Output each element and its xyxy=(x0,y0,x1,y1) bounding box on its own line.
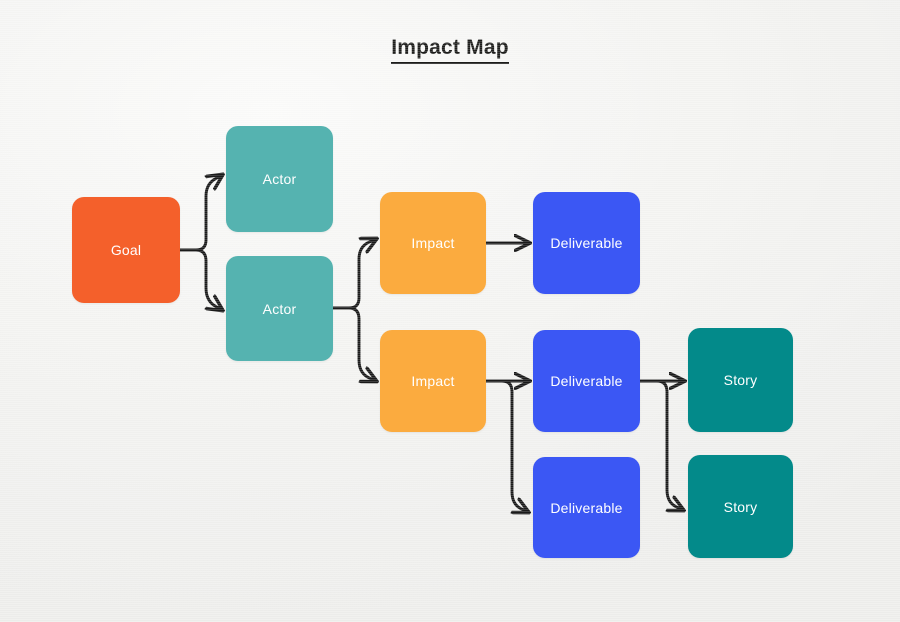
edge-goal-to-actor-1 xyxy=(178,175,222,252)
node-deliverable-2[interactable]: Deliverable xyxy=(533,330,640,432)
edge-actor-2-to-impact-2 xyxy=(347,306,376,381)
node-impact-1[interactable]: Impact xyxy=(380,192,486,294)
node-impact-2-label: Impact xyxy=(411,373,455,389)
node-goal[interactable]: Goal xyxy=(72,197,180,303)
node-actor-2-label: Actor xyxy=(262,300,297,317)
node-story-1-label: Story xyxy=(723,372,758,388)
node-deliverable-2-label: Deliverable xyxy=(550,373,623,389)
edge-actor-2-to-impact-1 xyxy=(331,239,376,310)
node-impact-2[interactable]: Impact xyxy=(380,330,486,432)
page-title-text: Impact Map xyxy=(391,36,509,64)
node-deliverable-1-label: Deliverable xyxy=(550,235,623,251)
edge-deliv-2-to-story-2 xyxy=(655,379,683,510)
page-title: Impact Map xyxy=(0,36,900,64)
node-actor-1-label: Actor xyxy=(262,171,297,187)
node-deliverable-1[interactable]: Deliverable xyxy=(533,192,640,294)
node-deliverable-3-label: Deliverable xyxy=(550,499,623,516)
node-actor-2[interactable]: Actor xyxy=(226,256,333,361)
node-goal-label: Goal xyxy=(110,242,142,258)
node-story-2[interactable]: Story xyxy=(688,455,793,558)
node-story-1[interactable]: Story xyxy=(688,328,793,432)
node-actor-1[interactable]: Actor xyxy=(226,126,333,232)
node-story-2-label: Story xyxy=(723,498,758,515)
node-deliverable-3[interactable]: Deliverable xyxy=(533,457,640,558)
node-impact-1-label: Impact xyxy=(411,235,455,251)
edge-impact-2-to-deliv-3 xyxy=(500,379,528,512)
edge-goal-to-actor-2 xyxy=(194,248,222,310)
